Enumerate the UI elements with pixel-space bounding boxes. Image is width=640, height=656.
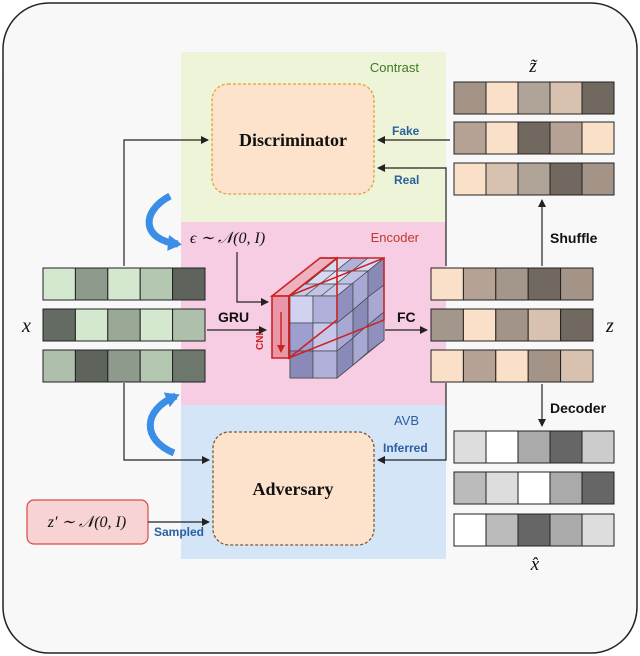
x-row-cell	[42, 308, 76, 342]
z-row-cell	[495, 308, 529, 342]
x-symbol: x	[21, 315, 31, 337]
z-prime-label: z′ ∼ 𝒩(0, I)	[47, 514, 126, 531]
z-latent-rows	[430, 267, 594, 383]
x-row-cell	[172, 267, 206, 301]
contrast-label: Contrast	[370, 60, 420, 75]
discriminator-label: Discriminator	[239, 130, 347, 150]
real-label: Real	[394, 173, 419, 187]
x-row-cell	[74, 267, 109, 301]
z-tilde-row-cell	[517, 81, 551, 115]
fake-label: Fake	[392, 124, 420, 138]
z-row-cell	[527, 308, 562, 342]
cnn-label: CNN	[255, 328, 266, 350]
z-tilde-row-cell	[517, 121, 551, 155]
x-row-cell	[42, 267, 76, 301]
discriminator-box	[211, 83, 375, 195]
x-hat-row-cell	[453, 430, 487, 464]
x-input-rows	[42, 267, 206, 383]
encoder-label: Encoder	[371, 230, 420, 245]
decoder-label: Decoder	[550, 400, 607, 416]
x-hat-row-cell	[453, 471, 487, 505]
x-hat-row-cell	[517, 471, 551, 505]
z-tilde-row-cell	[581, 121, 615, 155]
z-row-cell	[430, 308, 464, 342]
z-row-cell	[560, 308, 594, 342]
x-row-cell	[139, 267, 174, 301]
z-row-cell	[527, 267, 562, 301]
z-tilde-row-cell	[453, 121, 487, 155]
z-tilde-row-cell	[581, 162, 615, 196]
adversary-box	[212, 431, 375, 546]
epsilon-prior-label: ϵ ∼ 𝒩(0, I)	[190, 230, 265, 247]
z-tilde-row-cell	[549, 81, 583, 115]
z-symbol: z	[605, 315, 614, 337]
sampled-label: Sampled	[154, 525, 204, 539]
x-row-cell	[107, 308, 141, 342]
x-hat-row-cell	[581, 471, 615, 505]
x-row-cell	[74, 308, 109, 342]
x-hat-row-cell	[485, 471, 519, 505]
gru-label: GRU	[218, 309, 249, 325]
x-hat-row-cell	[485, 430, 519, 464]
z-tilde-row-cell	[485, 81, 519, 115]
z-row-cell	[495, 267, 529, 301]
fc-label: FC	[397, 309, 416, 325]
epsilon-arrow	[236, 252, 269, 306]
x-row-cell	[139, 349, 174, 383]
z-tilde-row-cell	[581, 81, 615, 115]
x-to-adversary-arrow	[123, 383, 210, 464]
encoder-to-contrast-loop-icon	[145, 192, 182, 251]
z-row-cell	[495, 349, 529, 383]
x-hat-row-cell	[549, 513, 583, 547]
x-row-cell	[172, 308, 206, 342]
x-to-discriminator-arrow	[123, 136, 209, 266]
z-tilde-row-cell	[453, 162, 487, 196]
z-row-cell	[430, 267, 464, 301]
z-row-cell	[462, 349, 497, 383]
x-hat-row-cell	[453, 513, 487, 547]
x-row-cell	[74, 349, 109, 383]
z-tilde-rows	[453, 81, 615, 196]
encoder-to-avb-loop-icon	[146, 392, 180, 457]
x-row-cell	[42, 349, 76, 383]
x-hat-row-cell	[581, 513, 615, 547]
real-arrow	[377, 164, 447, 266]
z-row-cell	[527, 349, 562, 383]
z-tilde-symbol: z̃	[528, 56, 538, 77]
z-row-cell	[430, 349, 464, 383]
x-hat-symbol: x̂	[530, 554, 540, 575]
z-tilde-row-cell	[485, 121, 519, 155]
inferred-arrow	[377, 383, 447, 464]
x-hat-row-cell	[549, 430, 583, 464]
x-hat-rows	[453, 430, 615, 547]
x-hat-row-cell	[485, 513, 519, 547]
x-row-cell	[139, 308, 174, 342]
inferred-label: Inferred	[383, 441, 428, 455]
z-tilde-row-cell	[485, 162, 519, 196]
x-hat-row-cell	[549, 471, 583, 505]
z-tilde-row-cell	[453, 81, 487, 115]
x-row-cell	[172, 349, 206, 383]
z-row-cell	[462, 308, 497, 342]
z-row-cell	[462, 267, 497, 301]
avb-label: AVB	[394, 413, 419, 428]
z-tilde-row-cell	[549, 121, 583, 155]
z-tilde-row-cell	[517, 162, 551, 196]
x-hat-row-cell	[581, 430, 615, 464]
x-row-cell	[107, 349, 141, 383]
z-tilde-row-cell	[549, 162, 583, 196]
z-row-cell	[560, 349, 594, 383]
cnn-gru-block	[269, 256, 386, 379]
shuffle-label: Shuffle	[550, 230, 598, 246]
x-hat-row-cell	[517, 513, 551, 547]
x-hat-row-cell	[517, 430, 551, 464]
adversary-label: Adversary	[253, 479, 334, 499]
x-row-cell	[107, 267, 141, 301]
z-row-cell	[560, 267, 594, 301]
